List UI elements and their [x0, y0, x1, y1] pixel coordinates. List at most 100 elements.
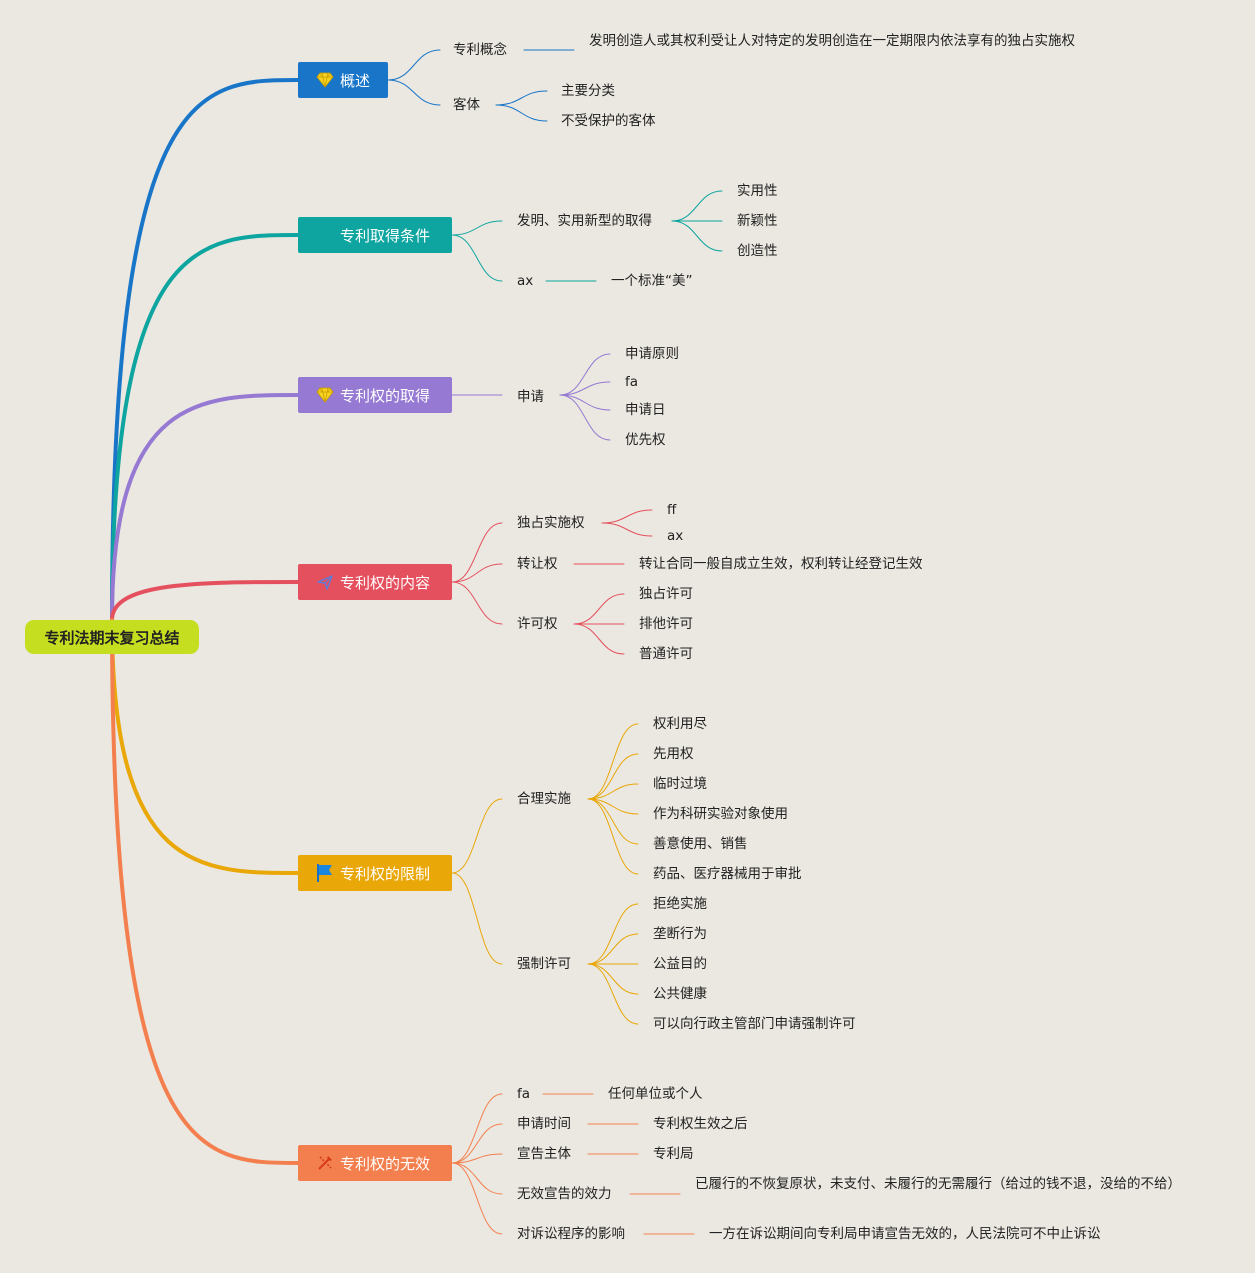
branch-label: 专利权的限制 [340, 864, 431, 883]
node-inventiveness[interactable]: 创造性 [737, 243, 778, 259]
root-topic[interactable]: 专利法期末复习总结 [25, 620, 199, 654]
link [451, 1093, 503, 1164]
node-patent-office[interactable]: 专利局 [653, 1146, 694, 1162]
node-object[interactable]: 客体 [453, 97, 480, 113]
node-patent-concept[interactable]: 专利概念 [453, 42, 507, 58]
link [451, 563, 503, 583]
node-sole-license[interactable]: 排他许可 [639, 616, 693, 632]
root-branch-link [110, 78, 300, 622]
node-transfer-contract[interactable]: 转让合同一般自成立生效，权利转让经登记生效 [639, 556, 923, 572]
node-after-effective[interactable]: 专利权生效之后 [653, 1116, 748, 1132]
branch-right-limitation[interactable]: 专利权的限制 [298, 855, 452, 891]
node-public-interest[interactable]: 公益目的 [653, 956, 707, 972]
node-application[interactable]: 申请 [517, 389, 544, 405]
node-no-restitution[interactable]: 已履行的不恢复原状，未支付、未履行的无需履行（给过的钱不退，没给的不给） [695, 1176, 1181, 1192]
link [587, 963, 639, 995]
node-novelty[interactable]: 新颖性 [737, 213, 778, 229]
branch-overview[interactable]: 概述 [298, 62, 388, 98]
link [587, 963, 639, 1025]
diamond-icon [315, 70, 335, 90]
link [451, 220, 503, 236]
root-branch-link [110, 233, 300, 622]
root-branch-link [110, 618, 300, 1165]
branch-label: 概述 [340, 71, 371, 90]
node-ax[interactable]: ax [667, 528, 684, 544]
root-branch-link [110, 580, 300, 622]
link [451, 234, 503, 282]
node-concept-definition[interactable]: 发明创造人或其权利受让人对特定的发明创造在一定期限内依法享有的独占实施权 [589, 33, 1075, 49]
link [573, 593, 625, 625]
diamond-icon [315, 385, 335, 405]
blank-icon [315, 225, 335, 245]
node-prior-use[interactable]: 先用权 [653, 746, 694, 762]
node-application-date[interactable]: 申请日 [625, 402, 666, 418]
link [601, 509, 653, 524]
node-exhaustion[interactable]: 权利用尽 [653, 716, 707, 732]
link [559, 394, 611, 411]
node-transfer-right[interactable]: 转让权 [517, 556, 558, 572]
link [451, 1153, 503, 1164]
link [387, 79, 441, 106]
node-ax-design[interactable]: ax [517, 273, 534, 289]
node-monopoly[interactable]: 垄断行为 [653, 926, 707, 942]
node-litigation-impact[interactable]: 对诉讼程序的影响 [517, 1226, 625, 1242]
link [671, 190, 723, 222]
node-admin-application[interactable]: 可以向行政主管部门申请强制许可 [653, 1016, 856, 1032]
node-ff[interactable]: ff [667, 502, 677, 518]
node-invalidation-effect[interactable]: 无效宣告的效力 [517, 1186, 612, 1202]
branch-label: 专利权的无效 [340, 1154, 431, 1173]
node-compulsory-license[interactable]: 强制许可 [517, 956, 571, 972]
node-public-health[interactable]: 公共健康 [653, 986, 707, 1002]
link [587, 798, 639, 815]
node-priority[interactable]: 优先权 [625, 432, 666, 448]
node-main-category[interactable]: 主要分类 [561, 83, 615, 99]
link [451, 1123, 503, 1164]
root-branch-link [110, 618, 300, 875]
branch-label: 专利权的取得 [340, 386, 431, 405]
link [573, 623, 625, 655]
link [559, 394, 611, 441]
node-beauty-standard[interactable]: 一个标准“美” [611, 273, 693, 289]
node-invention-utility-acquisition[interactable]: 发明、实用新型的取得 [517, 213, 652, 229]
link [671, 220, 723, 252]
link [495, 104, 548, 122]
node-drug-approval[interactable]: 药品、医疗器械用于审批 [653, 866, 802, 882]
node-exclusive-license[interactable]: 独占许可 [639, 586, 693, 602]
branch-right-content[interactable]: 专利权的内容 [298, 564, 452, 600]
link [587, 783, 639, 800]
link [587, 933, 639, 965]
link [495, 90, 548, 106]
link [587, 723, 639, 800]
link [451, 872, 503, 965]
node-any-entity[interactable]: 任何单位或个人 [608, 1086, 703, 1102]
node-transit[interactable]: 临时过境 [653, 776, 707, 792]
branch-right-invalidation[interactable]: 专利权的无效 [298, 1145, 452, 1181]
flag-icon [315, 863, 335, 883]
node-fa-invalid[interactable]: fa [517, 1086, 531, 1102]
node-practicality[interactable]: 实用性 [737, 183, 778, 199]
node-application-time[interactable]: 申请时间 [517, 1116, 571, 1132]
node-reasonable-use[interactable]: 合理实施 [517, 791, 571, 807]
link [451, 522, 503, 583]
tools-icon [315, 1153, 335, 1173]
node-license-right[interactable]: 许可权 [517, 616, 558, 632]
node-exclusive-right[interactable]: 独占实施权 [517, 515, 585, 531]
node-declaring-body[interactable]: 宣告主体 [517, 1146, 571, 1162]
node-research-use[interactable]: 作为科研实验对象使用 [653, 806, 788, 822]
link [587, 798, 639, 845]
branch-label: 专利取得条件 [340, 226, 431, 245]
node-general-license[interactable]: 普通许可 [639, 646, 693, 662]
node-no-suspension[interactable]: 一方在诉讼期间向专利局申请宣告无效的，人民法院可不中止诉讼 [709, 1226, 1101, 1242]
link [587, 753, 639, 800]
node-application-principle[interactable]: 申请原则 [625, 346, 679, 362]
node-unprotected-object[interactable]: 不受保护的客体 [561, 113, 656, 129]
node-fa[interactable]: fa [625, 374, 639, 390]
branch-acquisition-conditions[interactable]: 专利取得条件 [298, 217, 452, 253]
link [587, 903, 639, 965]
link [451, 1162, 503, 1235]
root-branch-link [110, 393, 300, 622]
node-good-faith-use[interactable]: 善意使用、销售 [653, 836, 748, 852]
branch-right-acquisition[interactable]: 专利权的取得 [298, 377, 452, 413]
node-refuse-to-implement[interactable]: 拒绝实施 [653, 896, 707, 912]
